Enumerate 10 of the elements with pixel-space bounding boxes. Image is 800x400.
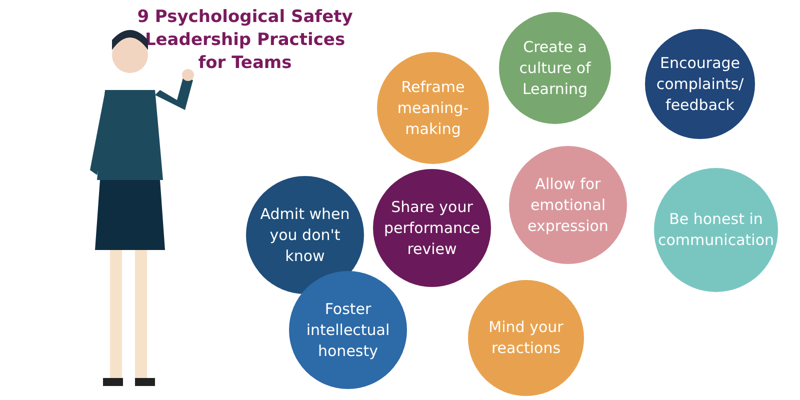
practice-text: Reframe meaning-making [396,76,470,140]
practice-text: Mind your reactions [488,317,564,359]
practice-text: Foster intellectual honesty [305,298,391,362]
practice-text: Admit when you don't know [259,204,351,266]
practice-text: Encourage complaints/ feedback [655,52,745,116]
practice-text: Share your performance review [382,196,482,260]
practice-text: Allow for emotional expression [526,174,610,236]
title: 9 Psychological Safety Leadership Practices for Teams [136,6,354,75]
practice-text: Be honest in communication [658,209,774,251]
practice-text: Create a culture of Learning [518,36,592,100]
